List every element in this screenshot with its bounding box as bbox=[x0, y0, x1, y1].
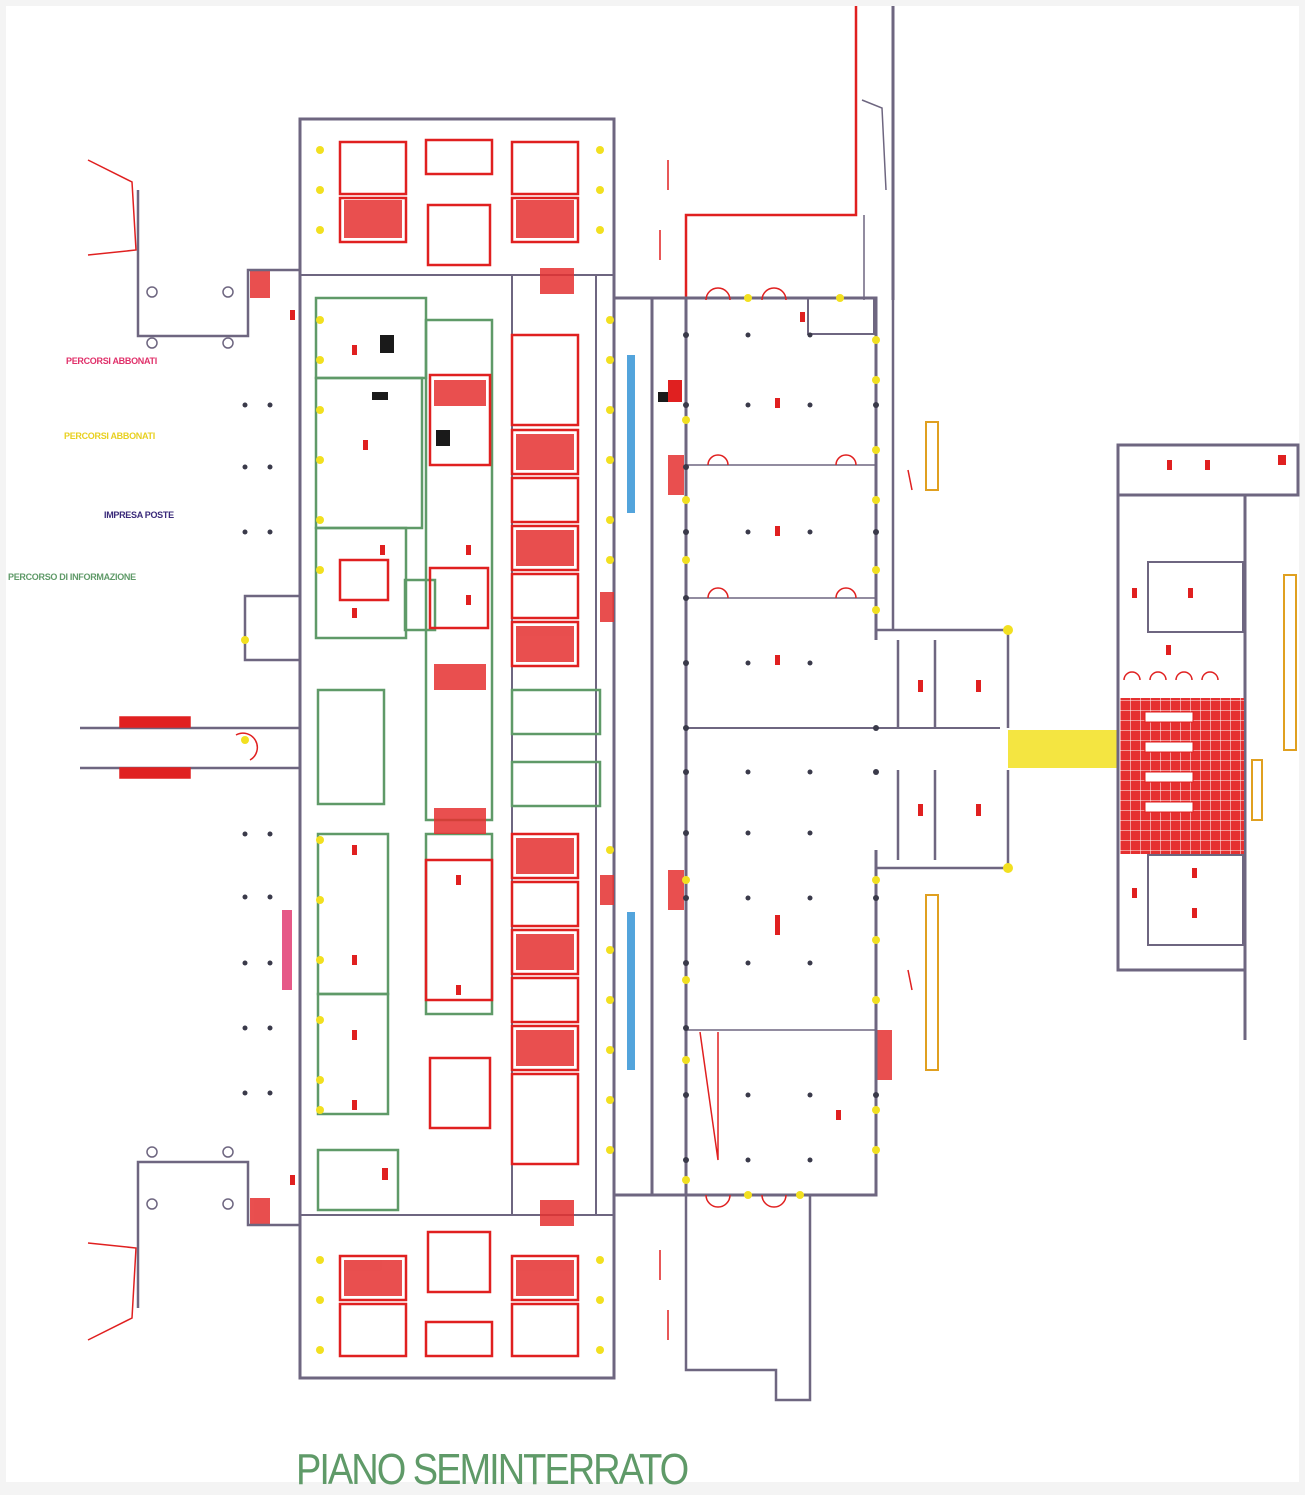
west-entrances bbox=[80, 190, 302, 1308]
room-glyphs bbox=[362, 152, 556, 1348]
left-wing bbox=[298, 117, 616, 1380]
legend-red: PERCORSI ABBONATI bbox=[66, 356, 157, 366]
yellow-bridge bbox=[1008, 730, 1118, 768]
orange-tags bbox=[925, 421, 1297, 1071]
columns bbox=[242, 332, 879, 1163]
west-red-lines bbox=[87, 159, 191, 1341]
legend-green: PERCORSO DI INFORMAZIONE bbox=[8, 572, 136, 582]
room-markers bbox=[290, 310, 1286, 1185]
lower-rooms bbox=[338, 832, 580, 1358]
hollow-columns bbox=[146, 286, 234, 1210]
stair-blocks bbox=[372, 335, 668, 446]
magenta-tag bbox=[282, 910, 292, 990]
east-annex bbox=[1116, 443, 1300, 1040]
yellow-markers bbox=[241, 146, 1013, 1354]
annex-labels bbox=[1144, 711, 1194, 813]
plan-title: PIANO SEMINTERRATO bbox=[296, 1446, 689, 1495]
hatched-rooms bbox=[250, 200, 892, 1296]
upper-rooms bbox=[338, 138, 580, 668]
blue-corridor-tags bbox=[627, 355, 635, 1070]
legend-navy: IMPRESA POSTE bbox=[104, 510, 174, 520]
legend-yellow: PERCORSI ABBONATI bbox=[64, 431, 155, 441]
door-swings bbox=[235, 160, 1219, 1340]
central-hall bbox=[614, 296, 1000, 1197]
top-shaft bbox=[684, 6, 895, 300]
